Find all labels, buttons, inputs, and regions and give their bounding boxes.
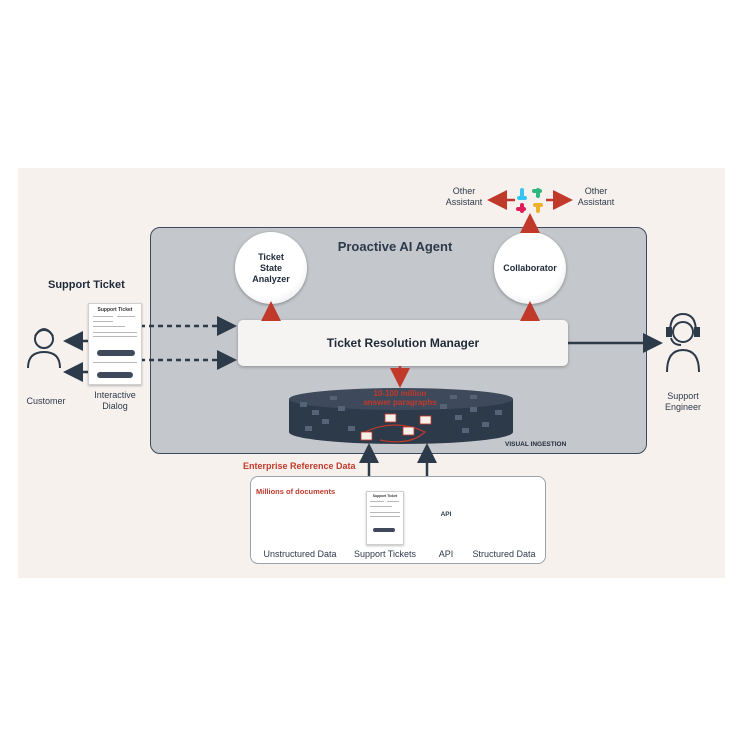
api-icon-text: API (440, 511, 452, 518)
support-ticket-heading: Support Ticket (48, 279, 125, 291)
book-icon (384, 413, 397, 423)
ticket-resolution-manager-label: Ticket Resolution Manager (326, 336, 480, 350)
source-ticket-title: Support Ticket (372, 494, 398, 498)
book-icon (402, 426, 415, 436)
ticket-resolution-manager: Ticket Resolution Manager (238, 320, 568, 366)
millions-of-documents-label: Millions of documents (256, 487, 336, 496)
support-ticket-card: Support Ticket (88, 303, 142, 385)
source-structured-data: Structured Data (472, 549, 536, 559)
person-icon (27, 328, 61, 369)
support-engineer-label: Support Engineer (664, 391, 702, 412)
source-unstructured-data: Unstructured Data (263, 549, 337, 559)
source-api: API (438, 549, 454, 559)
ticket-state-analyzer-label: Ticket State Analyzer (252, 251, 290, 284)
source-support-tickets: Support Tickets (353, 549, 417, 559)
support-engineer-headset-icon (666, 312, 700, 373)
dialog-message (97, 350, 135, 356)
dialog-message (97, 372, 133, 378)
diagram-title: Proactive AI Agent (337, 239, 453, 254)
database-caption-line2: answer paragraphs (363, 398, 437, 407)
ticket-state-analyzer-node: Ticket State Analyzer (235, 232, 307, 304)
knowledge-database (289, 388, 513, 444)
collaborator-node: Collaborator (494, 232, 566, 304)
slack-icon (516, 188, 543, 213)
visual-ingestion-label: VISUAL INGESTION (505, 441, 567, 448)
interactive-dialog-label: Interactive Dialog (94, 390, 136, 411)
reference-data-heading: Enterprise Reference Data (243, 461, 356, 471)
other-assistant-right-label: Other Assistant (577, 186, 615, 207)
customer-label: Customer (26, 396, 66, 406)
other-assistant-left-label: Other Assistant (445, 186, 483, 207)
book-icon (360, 431, 373, 441)
support-tickets-source-card: Support Ticket (366, 491, 404, 545)
book-icon (419, 415, 432, 425)
database-caption-line1: 10-100 million (373, 389, 427, 398)
collaborator-label: Collaborator (503, 262, 557, 273)
ticket-card-title: Support Ticket (97, 307, 133, 313)
